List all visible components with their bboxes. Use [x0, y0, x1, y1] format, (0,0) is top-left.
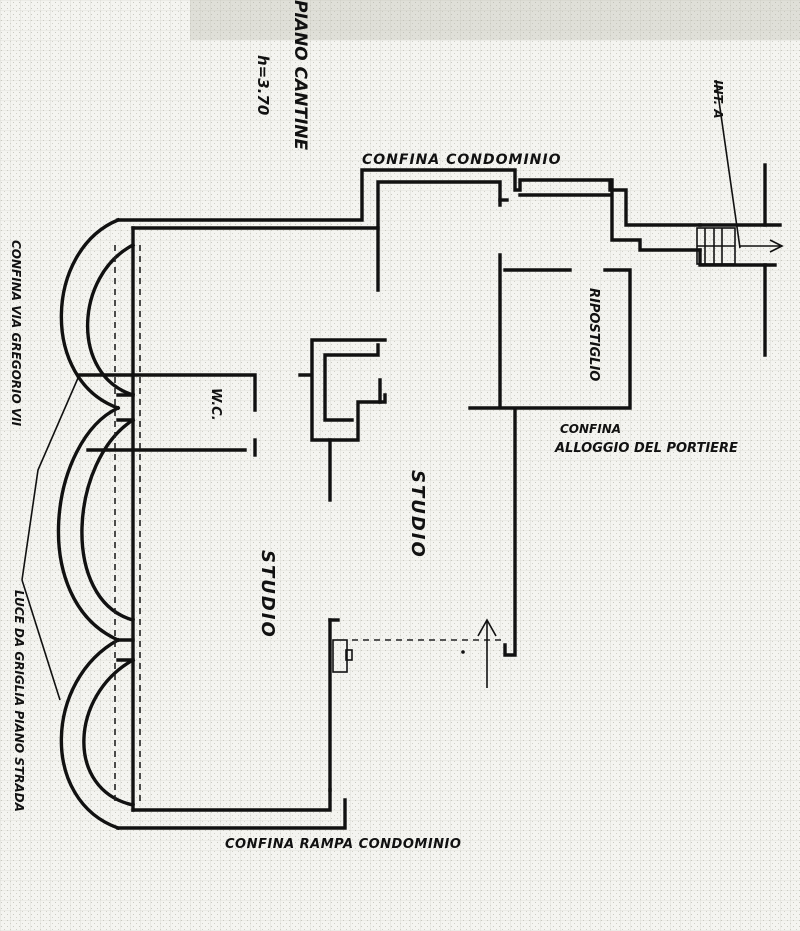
sheet-title: PIANO CANTINE: [290, 0, 310, 151]
label-wc: W.C.: [208, 388, 223, 421]
label-confina-condominio: CONFINA CONDOMINIO: [362, 152, 561, 168]
wall-north-inner: [131, 180, 502, 230]
wall-studio-left-south: [116, 798, 347, 830]
entrance-arrow: [769, 239, 784, 253]
north-arrow: [477, 618, 497, 688]
walls: [78, 163, 782, 830]
sheet-height: h=3.70: [254, 55, 272, 115]
wall-studio-left-south-inner: [131, 788, 332, 812]
wall-confina-condominio: [116, 168, 702, 227]
label-confina-via: CONFINA VIA GREGORIO VII: [9, 240, 23, 427]
wall-central-block-2: [323, 343, 382, 422]
label-confina-portiere-2: ALLOGGIO DEL PORTIERE: [554, 441, 738, 456]
wall-east-corridor: [503, 408, 517, 657]
label-ripostiglio: RIPOSTIGLIO: [586, 288, 601, 381]
stair: [696, 227, 784, 265]
label-studio-right: STUDIO: [407, 470, 428, 559]
label-confina-rampa: CONFINA RAMPA CONDOMINIO: [225, 837, 461, 852]
vault-arcs: [56, 217, 141, 831]
leader-lines: [21, 79, 741, 701]
scan-shade-top: [190, 0, 800, 40]
label-luce-griglia: LUCE DA GRIGLIA PIANO STRADA: [12, 590, 26, 812]
label-confina-portiere-1: CONFINA: [560, 422, 621, 436]
label-int-a: INT. A: [711, 80, 725, 119]
wall-entrance-step: [698, 248, 777, 267]
studio-opening: [332, 639, 505, 673]
wall-ripostiglio: [468, 253, 632, 410]
label-studio-left: STUDIO: [257, 550, 278, 639]
wall-north-inner-right-2: [610, 178, 702, 252]
wall-wc-north: [78, 373, 257, 412]
vault-dashed-line: [114, 245, 141, 805]
wall-central-block: [298, 338, 387, 442]
